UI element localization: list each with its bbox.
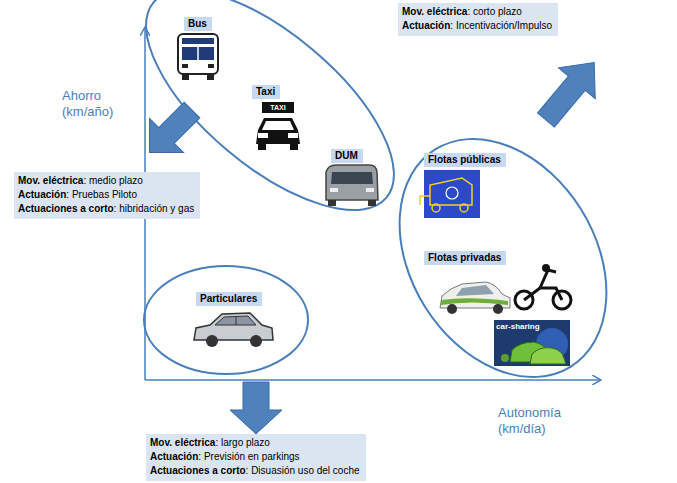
callout-line: Mov. eléctrica: largo plazo [150, 436, 360, 450]
fleet-car-icon [440, 282, 510, 314]
callout-box: Mov. eléctrica: corto plazoActuación: In… [398, 3, 558, 36]
vehicle-label: DUM [331, 149, 363, 163]
block-arrow [230, 382, 282, 434]
garbage-truck-icon [420, 170, 480, 218]
label-text: Flotas privadas [428, 252, 501, 263]
label-text: Flotas públicas [428, 154, 501, 165]
label-text: Taxi [256, 86, 275, 97]
callout-line: Actuaciones a corto: hibridación y gas [18, 202, 194, 216]
van-icon [326, 165, 378, 206]
bus-icon [178, 34, 218, 80]
taxi-icon [256, 102, 300, 150]
vehicle-label: Bus [184, 17, 212, 31]
vehicle-label: Particulares [196, 292, 262, 306]
taxi-sign: TAXI [263, 104, 293, 112]
callout-box: Mov. eléctrica: largo plazoActuación: Pr… [146, 434, 366, 481]
axis-label: Ahorro (km/año) [62, 88, 138, 120]
callout-line: Actuaciones a corto: Disuasión uso del c… [150, 464, 360, 478]
vehicle-label: Flotas públicas [424, 153, 506, 167]
vehicle-label: Flotas privadas [424, 251, 506, 265]
callout-line: Actuación: Pruebas Piloto [18, 188, 194, 202]
block-arrow [528, 47, 613, 135]
motorbike-icon [515, 264, 571, 309]
x-axis [145, 379, 600, 381]
label-text: Particulares [200, 293, 257, 304]
car-sharing-icon [494, 320, 570, 366]
private-car-icon [194, 313, 273, 347]
callout-box: Mov. eléctrica: medio plazoActuación: Pr… [14, 172, 200, 219]
axis-label: Autonomía (km/día) [498, 405, 598, 437]
label-text: Bus [188, 18, 207, 29]
group-ellipse [357, 101, 649, 416]
callout-line: Actuación: Incentivación/Impulso [402, 19, 552, 33]
callout-line: Mov. eléctrica: medio plazo [18, 174, 194, 188]
group-ellipse [144, 266, 308, 374]
label-text: DUM [335, 150, 358, 161]
vehicle-label: Taxi [252, 85, 280, 99]
logo-text: car-sharing [496, 322, 568, 331]
callout-line: Mov. eléctrica: corto plazo [402, 5, 552, 19]
callout-line: Actuación: Previsión en parkings [150, 450, 360, 464]
block-arrow [133, 93, 209, 169]
